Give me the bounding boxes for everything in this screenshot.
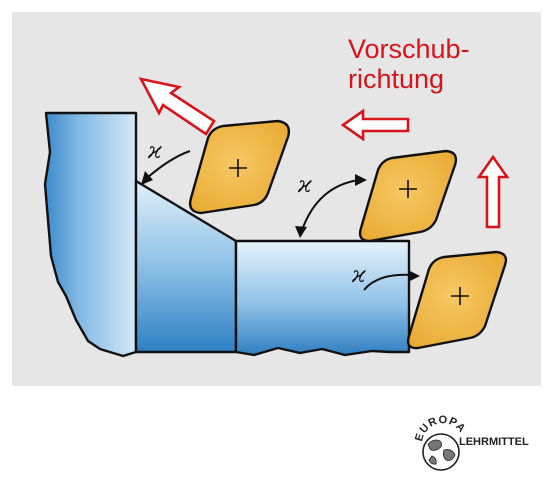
globe-continents <box>427 439 456 465</box>
angle-symbol-2: ϰ <box>297 173 312 198</box>
angle-arc-3 <box>363 273 413 291</box>
workpiece <box>43 111 411 358</box>
cutting-insert-1 <box>188 119 291 215</box>
feed-direction-label-line1: Vorschub- <box>348 34 470 64</box>
angle-arc-2 <box>301 179 360 231</box>
angle-arrowhead-2a-icon <box>355 174 367 186</box>
angle-symbol-1: ϰ <box>147 139 162 164</box>
feed-arrow-up-icon <box>476 154 510 229</box>
feed-arrow-diagonal-icon <box>138 77 216 136</box>
angle-arrowhead-1-icon <box>141 171 153 185</box>
cutting-insert-3 <box>406 250 508 350</box>
feed-direction-label-line2: richtung <box>348 64 444 94</box>
insert-center-marker-1 <box>229 159 247 177</box>
insert-center-marker-2 <box>399 180 417 198</box>
angle-symbol-3: ϰ <box>351 263 366 288</box>
angle-arc-1 <box>146 150 191 179</box>
angle-arrowhead-3-icon <box>408 270 420 282</box>
angle-arrowhead-2b-icon <box>295 226 307 238</box>
feed-arrow-left-icon <box>340 108 410 142</box>
insert-center-marker-3 <box>451 287 469 305</box>
publisher-logo: EUROPA LEHRMITTEL <box>413 414 529 471</box>
workpiece-small-diameter <box>234 239 411 357</box>
logo-brand-bottom: LEHRMITTEL <box>459 436 529 448</box>
